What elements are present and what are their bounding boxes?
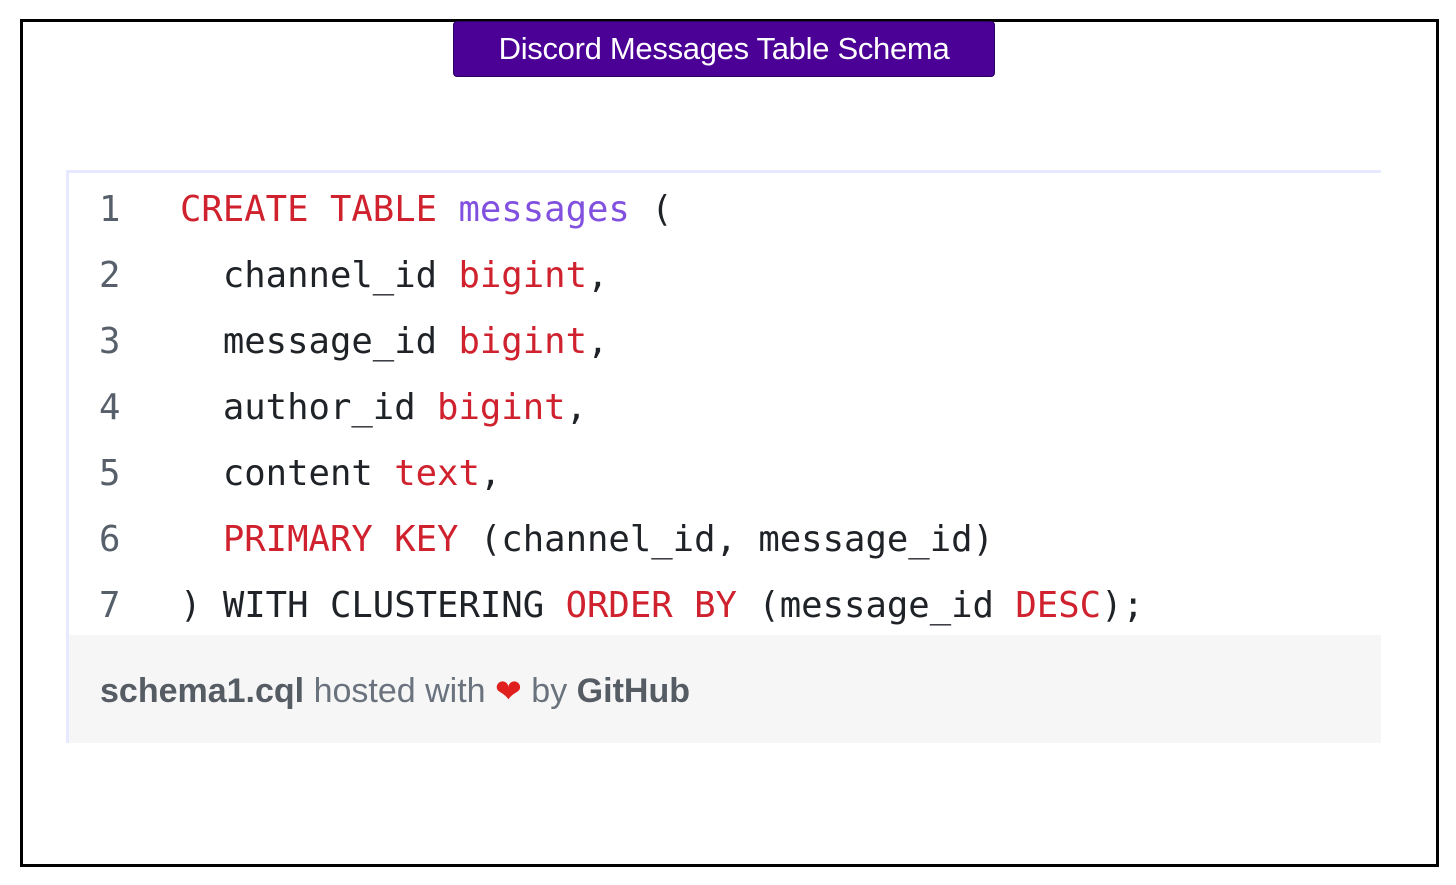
- line-number[interactable]: 4: [99, 387, 121, 428]
- code-text: PRIMARY KEY (channel_id, message_id): [180, 507, 994, 573]
- keyword-token: ORDER BY: [565, 585, 737, 626]
- text-token: ,: [565, 387, 587, 428]
- red-heart-icon: ❤: [495, 673, 522, 709]
- code-text: message_id bigint,: [180, 309, 609, 375]
- keyword-token: bigint: [458, 255, 587, 296]
- text-token: [180, 519, 223, 560]
- page-title: Discord Messages Table Schema: [453, 21, 995, 77]
- text-token: ,: [587, 321, 609, 362]
- line-number[interactable]: 3: [99, 321, 121, 362]
- gist-footer: schema1.cql hosted with ❤ by GitHub: [69, 635, 1381, 743]
- keyword-token: text: [394, 453, 480, 494]
- hosted-with-text: hosted with: [313, 672, 486, 710]
- text-token: (: [629, 189, 673, 230]
- by-text: by: [531, 672, 568, 710]
- text-token: ) WITH CLUSTERING: [180, 585, 566, 626]
- keyword-token: bigint: [437, 387, 566, 428]
- text-token: (channel_id, message_id): [458, 519, 994, 560]
- text-token: );: [1101, 585, 1144, 626]
- gist-filename-link[interactable]: schema1.cql: [100, 672, 305, 710]
- text-token: message_id: [180, 321, 459, 362]
- code-text: ) WITH CLUSTERING ORDER BY (message_id D…: [180, 573, 1144, 639]
- line-number[interactable]: 6: [99, 519, 121, 560]
- keyword-token: CREATE TABLE: [180, 189, 438, 230]
- line-number[interactable]: 7: [99, 585, 121, 626]
- line-number[interactable]: 2: [99, 255, 121, 296]
- github-link[interactable]: GitHub: [576, 672, 690, 710]
- line-number[interactable]: 5: [99, 453, 121, 494]
- keyword-token: bigint: [458, 321, 587, 362]
- code-text: channel_id bigint,: [180, 243, 609, 309]
- keyword-token: DESC: [1015, 585, 1102, 626]
- text-token: (message_id: [736, 585, 1016, 626]
- text-token: ,: [479, 453, 502, 494]
- code-text: CREATE TABLE messages (: [180, 177, 673, 243]
- entity-token: messages: [458, 189, 630, 230]
- code-text: author_id bigint,: [180, 375, 587, 441]
- keyword-token: PRIMARY KEY: [222, 519, 459, 560]
- code-text: content text,: [180, 441, 501, 507]
- text-token: content: [180, 453, 395, 494]
- text-token: ,: [587, 255, 609, 296]
- text-token: [437, 189, 458, 230]
- text-token: author_id: [180, 387, 438, 428]
- line-number[interactable]: 1: [99, 189, 121, 230]
- text-token: channel_id: [180, 255, 459, 296]
